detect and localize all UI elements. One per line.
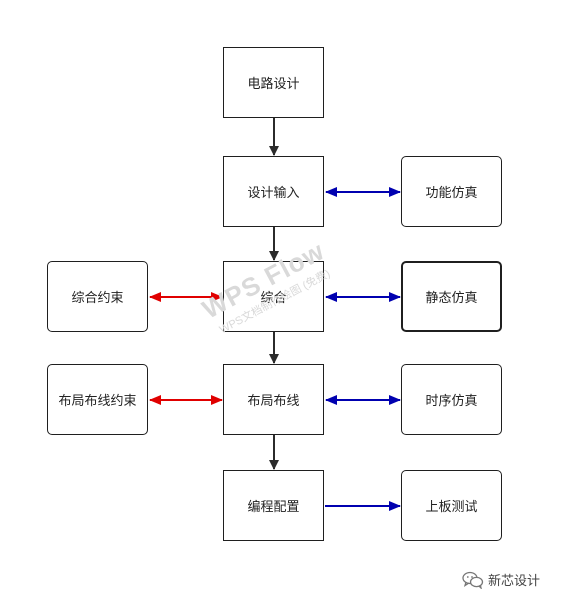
- node-timing-sim[interactable]: 时序仿真: [401, 364, 502, 435]
- node-functional-sim[interactable]: 功能仿真: [401, 156, 502, 227]
- node-pnr-constraints[interactable]: 布局布线约束: [47, 364, 148, 435]
- node-static-sim[interactable]: 静态仿真: [401, 261, 502, 332]
- node-programming[interactable]: 编程配置: [223, 470, 324, 541]
- brand-footer: 新芯设计: [462, 570, 540, 589]
- node-board-test[interactable]: 上板测试: [401, 470, 502, 541]
- wechat-icon: [462, 571, 484, 589]
- node-synthesis-constraints[interactable]: 综合约束: [47, 261, 148, 332]
- node-circuit-design[interactable]: 电路设计: [223, 47, 324, 118]
- node-place-route[interactable]: 布局布线: [223, 364, 324, 435]
- node-synthesis[interactable]: 综合: [223, 261, 324, 332]
- brand-name: 新芯设计: [488, 574, 541, 589]
- node-design-entry[interactable]: 设计输入: [223, 156, 324, 227]
